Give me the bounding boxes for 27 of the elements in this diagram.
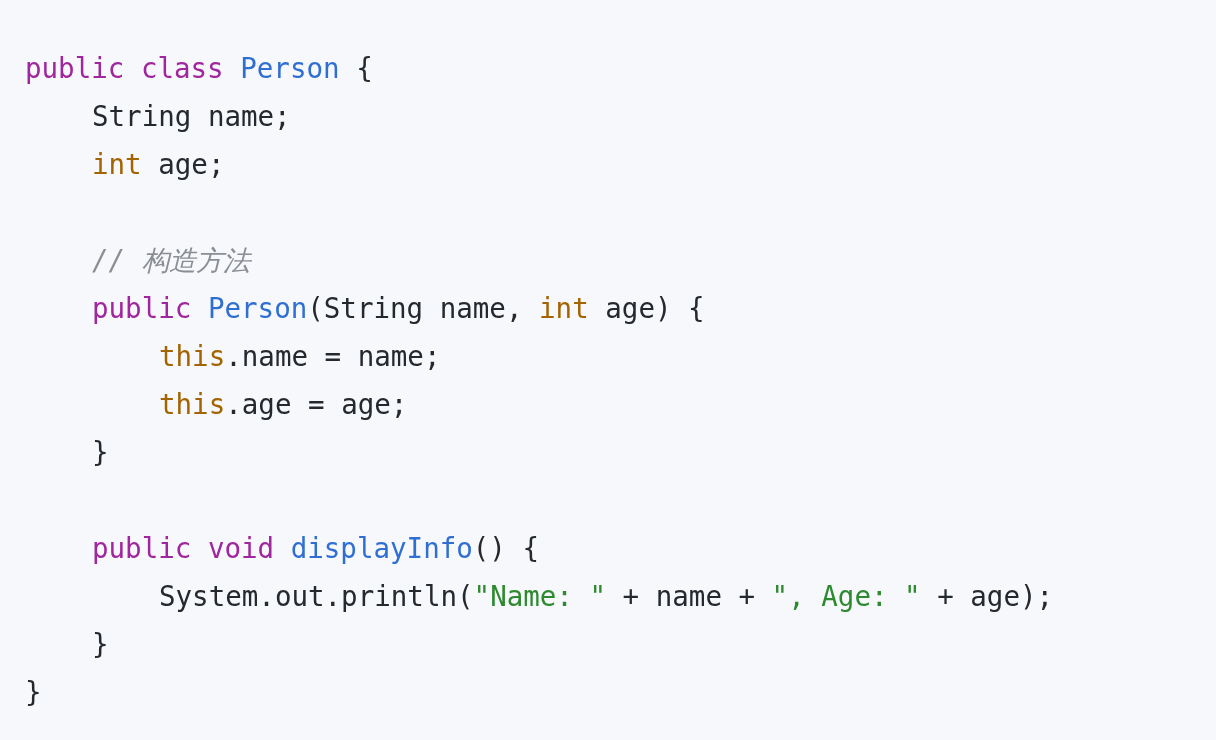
code-text: age;	[158, 148, 225, 180]
code-text: this	[159, 388, 226, 420]
code-text: }	[25, 676, 42, 708]
code-text: Person	[207, 292, 308, 324]
code-text: public	[92, 292, 192, 324]
code-text: String name;	[92, 100, 291, 132]
code-text: displayInfo	[290, 532, 473, 564]
code-text: .name = name;	[225, 340, 441, 372]
code-text: System.out.println(	[159, 580, 474, 612]
code-text: int	[539, 292, 589, 324]
code-text: int	[92, 148, 142, 180]
code-text: Person	[240, 52, 340, 84]
code-text: this	[159, 340, 226, 372]
code-text: ", Age: "	[771, 580, 921, 612]
code-text: }	[92, 436, 109, 468]
code-comment: // 构造方法	[92, 244, 250, 276]
code-text: () {	[472, 532, 540, 564]
code-text: }	[92, 628, 109, 660]
code-text: "Name: "	[473, 580, 607, 612]
code-text: public class	[25, 52, 224, 84]
code-text: {	[356, 52, 373, 84]
code-text: (String name,	[307, 292, 523, 324]
code-text: + age);	[937, 580, 1054, 612]
code-text: age) {	[605, 292, 705, 324]
code-text: + name +	[622, 580, 756, 612]
code-text: public void	[92, 532, 275, 564]
code-text: .age = age;	[225, 388, 408, 420]
